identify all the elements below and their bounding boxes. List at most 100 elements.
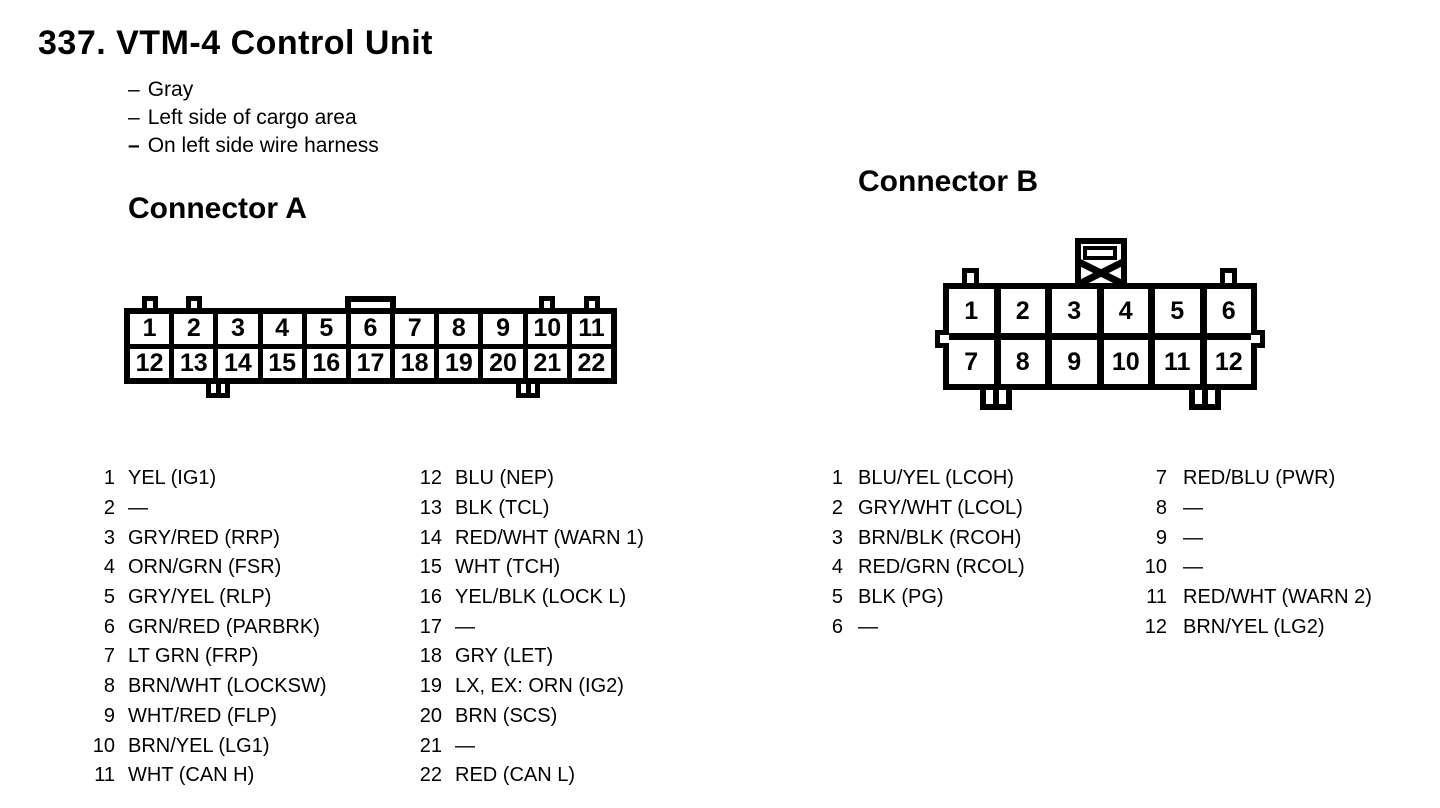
pin-number: 17 bbox=[419, 615, 442, 638]
pin-label: RED/GRN (RCOL) bbox=[858, 556, 1025, 579]
pin-number: 8 bbox=[1155, 497, 1167, 520]
pin-number: 4 bbox=[831, 556, 843, 579]
pin-number: 18 bbox=[419, 645, 442, 668]
index-tab bbox=[962, 268, 979, 285]
connector-a-pin-cell: 17 bbox=[350, 348, 391, 378]
keying-tab bbox=[345, 296, 396, 310]
pin-row: 14 RED/WHT (WARN 1) bbox=[382, 523, 644, 553]
pin-number: 4 bbox=[103, 556, 115, 579]
pin-label: BLU (NEP) bbox=[455, 467, 554, 490]
pin-label: — bbox=[858, 615, 878, 638]
pin-number: 20 bbox=[419, 704, 442, 727]
connector-a-diagram: 1 2 3 4 5 6 7 8 9 10 11 12 13 14 15 16 1… bbox=[124, 296, 617, 406]
pin-label: RED (CAN L) bbox=[455, 764, 576, 787]
connector-b-pin-cell: 3 bbox=[1052, 289, 1097, 333]
pin-row: 10— bbox=[1107, 553, 1372, 583]
bullet-text: On left side wire harness bbox=[147, 134, 379, 157]
bullet-dash: – bbox=[128, 134, 140, 157]
latch-glyph bbox=[1077, 246, 1125, 288]
bullet-dash: – bbox=[128, 78, 140, 101]
pin-label: RED/WHT (WARN 1) bbox=[455, 526, 644, 549]
pin-label: — bbox=[455, 734, 475, 757]
pin-label: LX, EX: ORN (IG2) bbox=[455, 675, 624, 698]
connector-a-shell: 1 2 3 4 5 6 7 8 9 10 11 12 13 14 15 16 1… bbox=[124, 308, 617, 384]
bullet-item: –Left side of cargo area bbox=[128, 104, 379, 132]
connector-b-pin-cell: 6 bbox=[1206, 289, 1251, 333]
connector-a-pin-cell: 9 bbox=[483, 314, 523, 344]
keying-notch bbox=[1251, 330, 1265, 348]
connector-a-pin-cell: 8 bbox=[439, 314, 479, 344]
pin-number: 11 bbox=[1146, 586, 1167, 609]
pin-label: WHT (TCH) bbox=[455, 556, 561, 579]
bullet-item: –On left side wire harness bbox=[128, 132, 379, 160]
pin-number: 5 bbox=[831, 586, 843, 609]
pin-label: BLU/YEL (LCOH) bbox=[858, 467, 1014, 490]
location-bullets: –Gray –Left side of cargo area –On left … bbox=[128, 76, 379, 160]
pin-label: LT GRN (FRP) bbox=[128, 645, 259, 668]
pin-number: 22 bbox=[419, 764, 442, 787]
pin-label: GRY/WHT (LCOL) bbox=[858, 497, 1023, 520]
pin-number: 2 bbox=[831, 497, 843, 520]
pin-row: 6— bbox=[783, 612, 1025, 642]
pin-label: BRN/YEL (LG1) bbox=[128, 734, 270, 757]
pin-label: RED/WHT (WARN 2) bbox=[1183, 586, 1372, 609]
connector-b-diagram: 1 2 3 4 5 6 7 8 9 10 11 12 bbox=[928, 238, 1278, 418]
keying-notch bbox=[516, 384, 540, 398]
connector-b-pin-cell: 8 bbox=[1000, 340, 1045, 384]
pin-label: BLK (TCL) bbox=[455, 497, 550, 520]
pin-label: WHT (CAN H) bbox=[128, 764, 255, 787]
pin-number: 14 bbox=[419, 526, 442, 549]
pin-number: 11 bbox=[94, 764, 115, 787]
pin-row: 2 GRY/WHT (LCOL) bbox=[783, 494, 1025, 524]
pin-number: 21 bbox=[419, 734, 442, 757]
keying-notch bbox=[980, 390, 1012, 410]
bullet-dash: – bbox=[128, 106, 140, 129]
connector-b-shell: 1 2 3 4 5 6 7 8 9 10 11 12 bbox=[943, 283, 1257, 390]
connector-a-pin-cell: 20 bbox=[483, 348, 523, 378]
pin-row: 12 BLU (NEP) bbox=[382, 464, 644, 494]
connector-a-pin-cell: 3 bbox=[218, 314, 258, 344]
connector-a-pin-cell: 15 bbox=[262, 348, 302, 378]
pin-number: 13 bbox=[419, 497, 442, 520]
pin-label: BRN/WHT (LOCKSW) bbox=[128, 675, 327, 698]
pin-number: 3 bbox=[831, 526, 843, 549]
connector-b-heading: Connector B bbox=[858, 165, 1038, 198]
bullet-text: Left side of cargo area bbox=[147, 106, 357, 129]
keying-notch bbox=[206, 384, 230, 398]
page-title: 337. VTM-4 Control Unit bbox=[38, 24, 433, 62]
pin-label: — bbox=[455, 615, 475, 638]
pin-number: 9 bbox=[103, 704, 115, 727]
pin-number: 2 bbox=[103, 497, 115, 520]
pin-number: 7 bbox=[103, 645, 115, 668]
pin-row: 13 BLK (TCL) bbox=[382, 494, 644, 524]
connector-b-pin-cell: 4 bbox=[1103, 289, 1148, 333]
connector-b-pin-cell: 1 bbox=[949, 289, 994, 333]
pin-row: 4 RED/GRN (RCOL) bbox=[783, 553, 1025, 583]
connector-a-pin-cell: 7 bbox=[395, 314, 435, 344]
pin-number: 6 bbox=[103, 615, 115, 638]
pin-row: 11 RED/WHT (WARN 2) bbox=[1107, 583, 1372, 613]
pin-number: 12 bbox=[419, 467, 442, 490]
pin-row: 10 BRN/YEL (LG1) bbox=[55, 731, 327, 761]
pin-label: GRY/YEL (RLP) bbox=[128, 586, 272, 609]
connector-a-pin-list-col2: 12 BLU (NEP) 13 BLK (TCL) 14 RED/WHT (WARN … bbox=[382, 464, 644, 791]
pin-label: BRN/BLK (RCOH) bbox=[858, 526, 1022, 549]
pin-label: RED/BLU (PWR) bbox=[1183, 467, 1336, 490]
index-tab bbox=[186, 296, 202, 310]
connector-b-pin-cell: 9 bbox=[1052, 340, 1097, 384]
pin-row: 3 BRN/BLK (RCOH) bbox=[783, 523, 1025, 553]
pin-number: 10 bbox=[92, 734, 115, 757]
index-tab bbox=[539, 296, 555, 310]
pin-label: ORN/GRN (FSR) bbox=[128, 556, 282, 579]
connector-a-heading: Connector A bbox=[128, 192, 307, 225]
